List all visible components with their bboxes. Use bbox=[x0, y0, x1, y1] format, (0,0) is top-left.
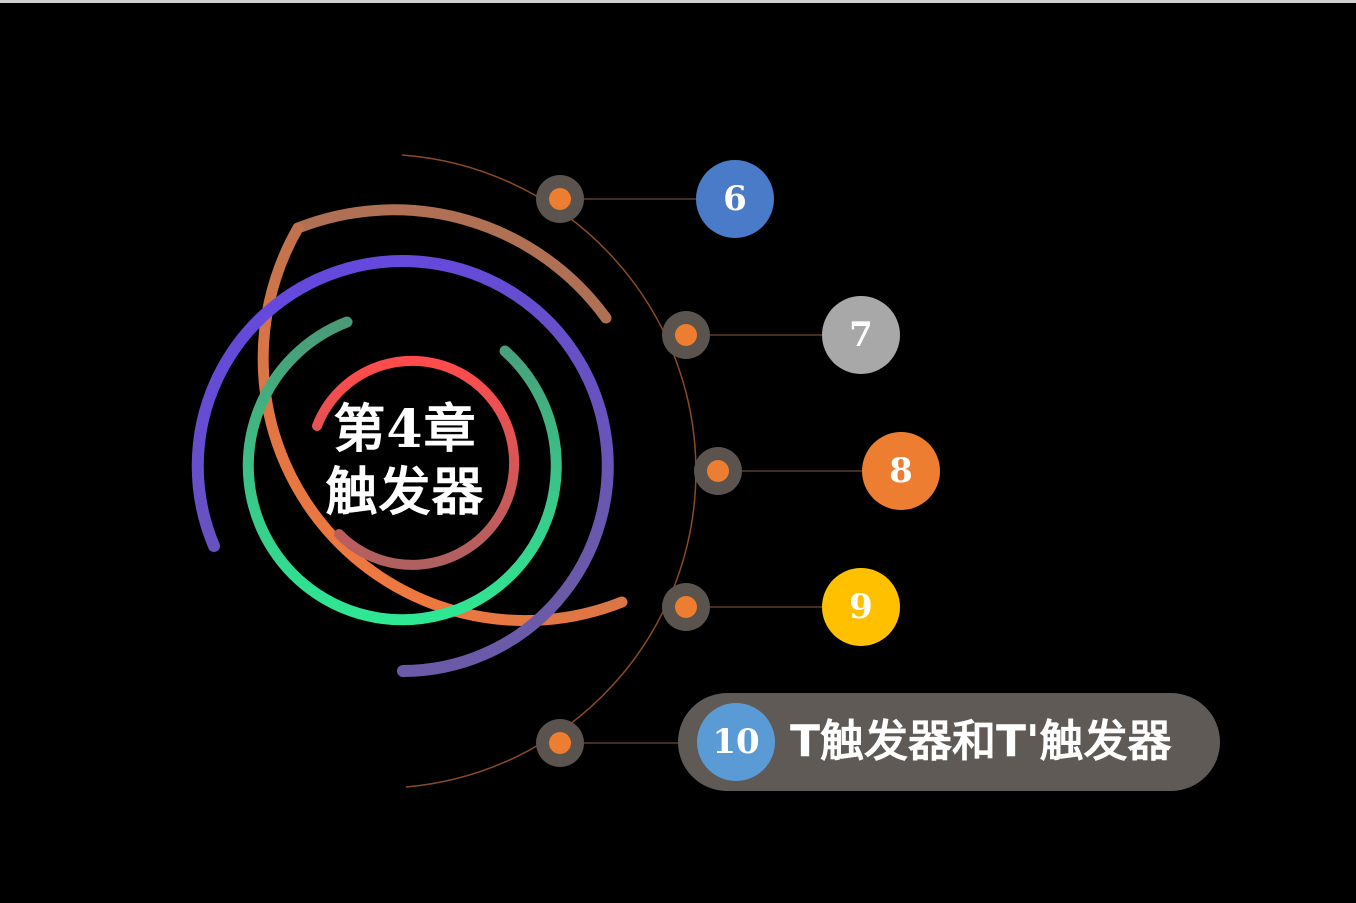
section-9-button[interactable]: 9 bbox=[822, 568, 900, 646]
section-6-button[interactable]: 6 bbox=[696, 160, 774, 238]
arc-node-10 bbox=[536, 719, 584, 767]
top-border bbox=[0, 0, 1356, 3]
ring-green bbox=[242, 316, 562, 626]
ring-violet bbox=[191, 255, 614, 677]
section-10-label: T触发器和T'触发器 bbox=[790, 716, 1172, 767]
connector-lines bbox=[562, 198, 866, 744]
arc-node-8 bbox=[694, 447, 742, 495]
section-10-item[interactable]: 10 T触发器和T'触发器 bbox=[678, 693, 1220, 791]
section-10-number: 10 bbox=[697, 703, 775, 781]
arc-node-6 bbox=[536, 175, 584, 223]
arc-node-9 bbox=[662, 583, 710, 631]
arc-node-7 bbox=[662, 311, 710, 359]
ring-inner bbox=[312, 355, 520, 570]
chapter-title-number: 第4章 bbox=[333, 399, 477, 460]
section-8-button[interactable]: 8 bbox=[862, 432, 940, 510]
chapter-title-name: 触发器 bbox=[325, 462, 485, 523]
section-7-button[interactable]: 7 bbox=[822, 296, 900, 374]
